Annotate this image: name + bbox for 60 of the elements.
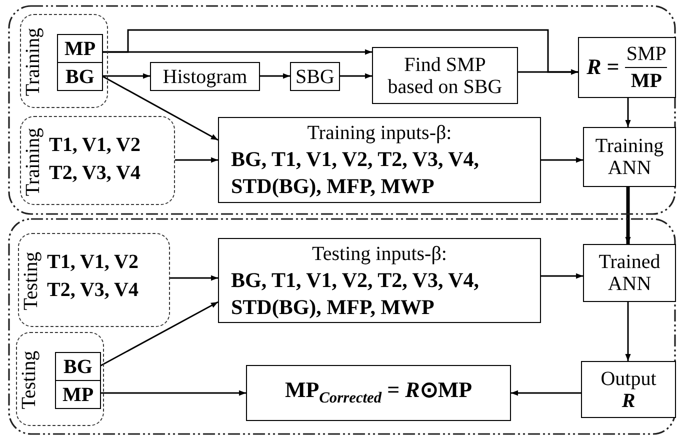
formula-text: MP$_{Corrected}$ = R⊙MP xyxy=(284,378,472,408)
group-label: Training xyxy=(23,28,43,96)
group-label: Testing xyxy=(21,252,41,310)
arrow xyxy=(541,273,583,279)
arrow xyxy=(518,69,578,75)
arrow xyxy=(511,390,581,396)
group-label: Testing xyxy=(19,350,39,410)
box-label: Output xyxy=(600,368,656,390)
output-box xyxy=(581,361,676,418)
testing-group xyxy=(16,332,104,426)
inputs-box xyxy=(218,238,541,323)
training-region xyxy=(8,5,676,215)
testing-group xyxy=(18,233,170,327)
arrow xyxy=(625,98,631,127)
arrow xyxy=(625,302,631,361)
process-box xyxy=(583,127,676,187)
input-cell xyxy=(55,352,101,381)
cell-label: BG xyxy=(64,356,92,378)
box-label: Trained ANN xyxy=(598,251,662,295)
process-box xyxy=(150,62,260,91)
arrow xyxy=(102,73,150,79)
arrow xyxy=(102,75,218,141)
inputs-box xyxy=(218,117,541,203)
denominator-text: MP xyxy=(630,69,662,92)
box-label: SBG xyxy=(296,66,334,88)
arrow xyxy=(100,301,218,367)
formula-box xyxy=(578,37,676,98)
arrow xyxy=(100,390,246,396)
box-label: Histogram xyxy=(162,66,248,88)
input-list: BG, T1, V1, V2, T2, V3, V4, STD(BG), MFP, MWP xyxy=(219,265,540,322)
process-box xyxy=(583,244,676,302)
arrow xyxy=(170,275,218,281)
input-cell xyxy=(55,380,101,409)
training-group xyxy=(20,14,108,108)
variable-list: T1, V1, V2 T2, V3, V4 xyxy=(49,131,171,187)
box-heading: Testing inputs-β: xyxy=(312,243,447,265)
process-box xyxy=(290,62,340,91)
formula-box xyxy=(246,365,511,421)
arrow xyxy=(340,73,372,79)
variable-list: T1, V1, V2 T2, V3, V4 xyxy=(47,248,169,304)
group-label: Training xyxy=(23,127,43,196)
input-list: BG, T1, V1, V2, T2, V3, V4, STD(BG), MFP, MWP xyxy=(219,144,540,201)
box-heading: Training inputs-β: xyxy=(307,122,452,144)
arrow xyxy=(260,73,290,79)
arrow xyxy=(175,157,218,163)
training-group xyxy=(20,116,175,205)
input-cell xyxy=(57,34,103,63)
equation-text: R = xyxy=(586,55,620,80)
box-label: Find SMP based on SBG xyxy=(386,54,504,98)
arrow xyxy=(625,187,631,244)
process-box xyxy=(372,47,518,104)
cell-label: MP xyxy=(64,38,96,60)
input-cell xyxy=(57,62,103,91)
output-symbol: R xyxy=(622,390,636,412)
arrow xyxy=(541,157,583,163)
numerator-text: SMP xyxy=(625,43,668,68)
box-label: Training ANN xyxy=(594,135,665,179)
cell-label: BG xyxy=(66,66,94,88)
cell-label: MP xyxy=(62,384,94,406)
testing-region xyxy=(8,218,676,435)
